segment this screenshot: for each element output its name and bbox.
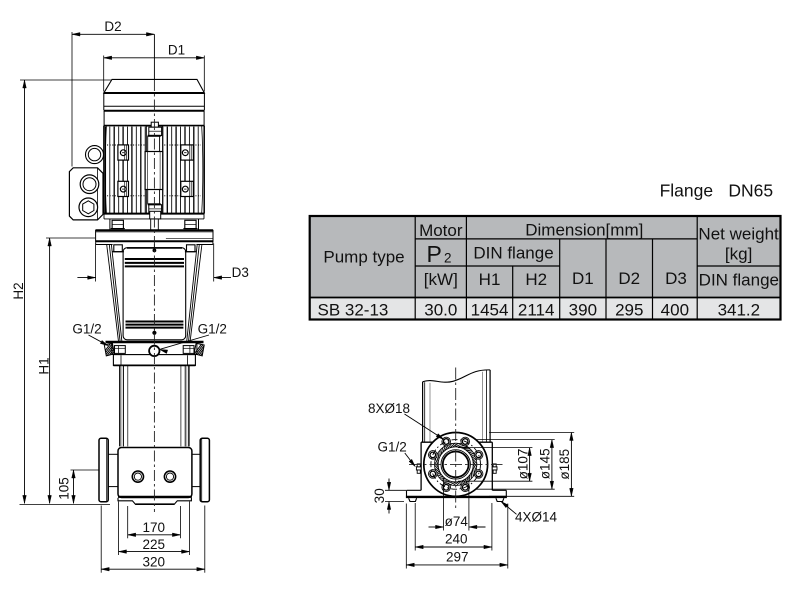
svg-text:SB 32-13: SB 32-13 (318, 300, 389, 319)
svg-text:ø107: ø107 (515, 449, 530, 480)
svg-text:G1/2: G1/2 (198, 321, 227, 336)
svg-text:D2: D2 (618, 269, 640, 288)
svg-text:ø145: ø145 (538, 448, 553, 479)
svg-text:297: 297 (446, 549, 469, 564)
svg-text:H2: H2 (525, 270, 547, 289)
svg-text:G1/2: G1/2 (378, 440, 407, 455)
svg-text:390: 390 (569, 300, 597, 319)
svg-text:2114: 2114 (518, 300, 555, 319)
svg-text:D3: D3 (665, 269, 687, 288)
svg-text:240: 240 (445, 532, 468, 547)
svg-text:G1/2: G1/2 (72, 321, 101, 336)
svg-text:Dimension[mm]: Dimension[mm] (525, 220, 643, 239)
svg-text:H1: H1 (36, 357, 51, 374)
svg-text:ø185: ø185 (557, 449, 572, 480)
svg-text:30: 30 (372, 488, 387, 503)
svg-text:320: 320 (143, 555, 166, 570)
svg-text:8XØ18: 8XØ18 (368, 401, 410, 416)
svg-text:P: P (427, 241, 442, 267)
svg-text:D2: D2 (104, 19, 121, 34)
svg-text:4XØ14: 4XØ14 (515, 510, 558, 525)
svg-text:170: 170 (143, 520, 166, 535)
svg-text:Net weight: Net weight (698, 224, 779, 243)
svg-text:295: 295 (615, 300, 643, 319)
svg-text:30.0: 30.0 (424, 300, 457, 319)
svg-text:D1: D1 (572, 269, 594, 288)
svg-text:D1: D1 (168, 43, 185, 58)
svg-text:H2: H2 (11, 282, 26, 299)
svg-text:DIN flange: DIN flange (473, 243, 553, 262)
svg-text:Flange: Flange (660, 180, 714, 200)
svg-text:225: 225 (143, 537, 166, 552)
svg-text:[kg]: [kg] (725, 244, 752, 263)
svg-text:341.2: 341.2 (718, 300, 761, 319)
svg-text:H1: H1 (479, 270, 501, 289)
svg-text:Motor: Motor (419, 221, 463, 240)
svg-text:Pump type: Pump type (323, 247, 404, 266)
svg-text:2: 2 (444, 250, 452, 265)
svg-text:1454: 1454 (471, 300, 509, 319)
svg-text:[kW]: [kW] (424, 270, 458, 289)
svg-text:ø74: ø74 (445, 514, 469, 529)
svg-text:400: 400 (661, 300, 689, 319)
svg-text:DIN flange: DIN flange (699, 271, 779, 290)
svg-text:105: 105 (57, 477, 72, 500)
svg-text:DN65: DN65 (728, 180, 773, 200)
svg-text:D3: D3 (232, 265, 249, 280)
